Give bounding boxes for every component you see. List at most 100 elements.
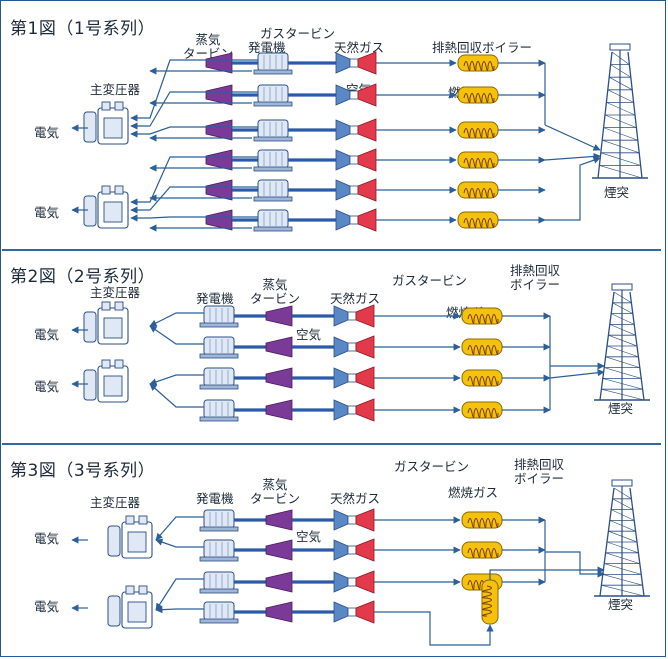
transformer-core bbox=[103, 375, 123, 397]
generator-body bbox=[257, 84, 289, 104]
steam-turbine-body bbox=[265, 601, 293, 623]
hrsg-coil bbox=[467, 345, 499, 355]
hrsg-icon bbox=[461, 511, 503, 529]
power-line bbox=[155, 538, 204, 548]
generator-base bbox=[253, 166, 293, 172]
gas-turbine-icon bbox=[335, 51, 377, 75]
transformer-core bbox=[127, 531, 147, 553]
steam-turbine-icon bbox=[265, 399, 293, 421]
steam-turbine-body bbox=[265, 509, 293, 531]
transformer-radiator bbox=[83, 311, 97, 343]
steam-turbine-body bbox=[265, 399, 293, 421]
combustor-body bbox=[349, 125, 359, 135]
steam-turbine-icon bbox=[265, 367, 293, 389]
stack-duct bbox=[544, 124, 601, 151]
hrsg-body bbox=[461, 401, 503, 419]
generator-base bbox=[253, 69, 293, 75]
generator-icon bbox=[199, 509, 239, 532]
fig3-steam-turbine-label: 蒸気 タービン bbox=[250, 477, 301, 506]
stack-tower-icon bbox=[594, 283, 650, 401]
combustor-body bbox=[349, 185, 359, 195]
hrsg-icon bbox=[461, 401, 503, 419]
hrsg-body bbox=[461, 338, 503, 356]
generator-body bbox=[203, 539, 235, 559]
generator-icon bbox=[199, 367, 239, 390]
figure-1-graphics bbox=[71, 43, 648, 232]
fig3-generator-label: 発電機 bbox=[196, 491, 234, 506]
hrsg-coil bbox=[463, 218, 495, 228]
hrsg-coil bbox=[482, 585, 492, 617]
generator-base bbox=[253, 226, 293, 232]
fig2-transformer-label: 主変圧器 bbox=[90, 285, 141, 300]
generator-icon bbox=[253, 149, 293, 172]
power-line bbox=[149, 325, 204, 345]
stack-brace bbox=[612, 498, 633, 510]
fig1-hrsg-label: 排熱回収ボイラー bbox=[432, 40, 533, 55]
hrsg-coil bbox=[463, 188, 495, 198]
figure-1-title: 第1図（1号系列） bbox=[10, 19, 156, 39]
steam-turbine-icon bbox=[265, 336, 293, 358]
steam-turbine-body bbox=[265, 539, 293, 561]
hot-turbine-body bbox=[357, 148, 377, 172]
fig3-hrsg-label: 排熱回収 ボイラー bbox=[514, 457, 565, 486]
gas-turbine-icon bbox=[335, 83, 377, 107]
power-line bbox=[130, 126, 258, 138]
fig1-generator-label: 発電機 bbox=[248, 40, 286, 55]
figure-2-title: 第2図（2号系列） bbox=[10, 267, 156, 287]
fig2-hrsg-label: 排熱回収 ボイラー bbox=[510, 263, 561, 292]
fig1-gas-turbine-label: ガスタービン bbox=[260, 26, 336, 41]
steam-turbine-body bbox=[205, 119, 233, 141]
generator-icon bbox=[199, 336, 239, 359]
fig1-natural-gas-label: 天然ガス bbox=[334, 40, 385, 55]
generator-body bbox=[203, 305, 235, 325]
transformer-icon bbox=[83, 185, 129, 229]
steam-turbine-icon bbox=[265, 601, 293, 623]
transformer-bushing bbox=[138, 585, 148, 595]
hrsg-body bbox=[461, 307, 503, 325]
steam-turbine-body bbox=[265, 367, 293, 389]
stack-brace bbox=[603, 127, 638, 141]
steam-turbine-icon bbox=[205, 149, 233, 171]
fig2-generator-label: 発電機 bbox=[196, 291, 234, 306]
fig2-steam-turbine-label: 蒸気 タービン bbox=[250, 277, 301, 306]
gas-turbine-icon bbox=[333, 508, 375, 532]
gas-turbine-icon bbox=[333, 335, 375, 359]
hrsg-body bbox=[457, 211, 499, 229]
stack-tower-icon bbox=[594, 479, 650, 597]
steam-turbine-icon bbox=[265, 305, 293, 327]
hot-turbine-body bbox=[355, 570, 375, 594]
stack-brace bbox=[601, 584, 645, 597]
compressor-body bbox=[335, 209, 351, 231]
fig2-stack-label: 煙突 bbox=[608, 401, 634, 416]
fig2-air-label: 空気 bbox=[296, 327, 322, 342]
gas-turbine-icon bbox=[333, 600, 375, 624]
power-line bbox=[149, 312, 204, 327]
steam-turbine-body bbox=[205, 209, 233, 231]
stack-duct bbox=[489, 566, 605, 580]
gas-turbine-icon bbox=[335, 148, 377, 172]
hrsg-icon bbox=[457, 121, 499, 139]
transformer-icon bbox=[83, 301, 129, 345]
transformer-core bbox=[103, 201, 123, 223]
stack-brace bbox=[613, 487, 632, 500]
hrsg-body bbox=[461, 511, 503, 529]
power-line bbox=[155, 578, 204, 611]
combustor-body bbox=[347, 373, 357, 383]
stack-brace bbox=[607, 89, 634, 103]
transformer-core bbox=[127, 601, 147, 623]
generator-body bbox=[203, 601, 235, 621]
generator-base bbox=[253, 101, 293, 107]
generator-icon bbox=[199, 399, 239, 422]
fig1-stack-label: 煙突 bbox=[604, 185, 630, 200]
stack-duct bbox=[544, 152, 601, 161]
steam-turbine-body bbox=[265, 336, 293, 358]
combustor-body bbox=[347, 577, 357, 587]
hrsg-coil bbox=[467, 548, 499, 558]
gas-turbine-icon bbox=[333, 366, 375, 390]
steam-turbine-body bbox=[205, 52, 233, 74]
steam-turbine-body bbox=[205, 84, 233, 106]
fig3-transformer-label: 主変圧器 bbox=[90, 495, 141, 510]
transformer-bushing bbox=[101, 185, 111, 195]
power-line bbox=[130, 214, 258, 222]
generator-icon bbox=[253, 119, 293, 142]
